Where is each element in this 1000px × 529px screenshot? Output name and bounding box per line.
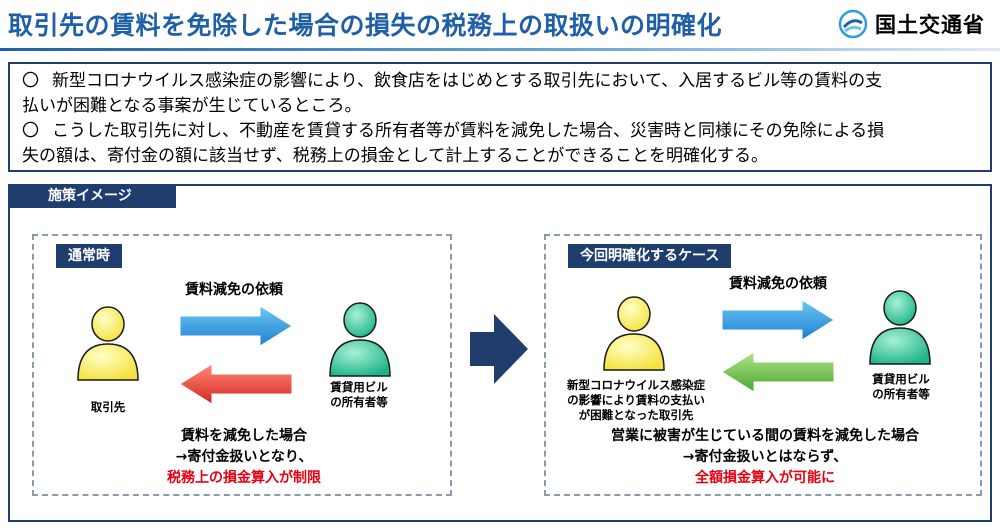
owner-label: 賃貸用ビル の所有者等 — [304, 380, 414, 410]
owner-label-line: 賃貸用ビル — [872, 372, 930, 386]
person-icon — [77, 306, 139, 381]
result-line: 営業に被害が生じている間の賃料を減免した場合 — [611, 428, 919, 444]
org-name: 国土交通省 — [875, 13, 985, 37]
request-label: 賃料減免の依頼 — [185, 282, 283, 298]
tenant-label: 新型コロナウイルス感染症 の影響により賃料の支払い が困難となった取引先 — [552, 378, 720, 423]
result-line: →寄付金扱いとなり、 — [175, 449, 313, 465]
bullet-mark: 〇 — [22, 121, 39, 141]
person-icon — [869, 290, 931, 365]
summary-text: 払いが困難となる事案が生じているところ。 — [22, 96, 362, 116]
clarified-result: 営業に被害が生じている間の賃料を減免した場合 →寄付金扱いとはならず、 全額損金… — [582, 426, 948, 489]
normal-result: 賃料を減免した場合 →寄付金扱いとなり、 税務上の損金算入が制限 — [94, 426, 394, 489]
owner-label: 賃貸用ビル の所有者等 — [846, 372, 956, 402]
tenant-label-line: が困難となった取引先 — [578, 408, 694, 422]
owner-label-line: の所有者等 — [330, 395, 388, 409]
summary-item-continued: 払いが困難となる事案が生じているところ。 — [22, 94, 978, 119]
normal-case-box: 通常時 賃料減免の依頼 取引先 賃貸用ビル の所有者等 賃料を減免した場合 →寄… — [32, 234, 452, 496]
page-title: 取引先の賃料を免除した場合の損失の税務上の取扱いの明確化 — [8, 11, 723, 40]
request-label: 賃料減免の依頼 — [729, 276, 827, 292]
tenant-label-line: 新型コロナウイルス感染症 — [567, 378, 705, 392]
big-arrow-right-icon — [470, 314, 528, 384]
owner-label-line: 賃貸用ビル — [330, 380, 388, 394]
result-line: →寄付金扱いとはならず、 — [682, 449, 848, 465]
bullet-mark: 〇 — [22, 71, 39, 91]
org-logo: 国土交通省 — [838, 8, 985, 40]
owner-label-line: の所有者等 — [872, 387, 930, 401]
summary-item-continued: 失の額は、寄付金の額に該当せず、税務上の損金として計上することができることを明確… — [22, 144, 978, 169]
result-line: 賃料を減免した場合 — [181, 428, 307, 444]
clarified-case-label: 今回明確化するケース — [568, 244, 732, 268]
arrow-left-icon — [179, 363, 293, 405]
person-icon — [603, 296, 665, 371]
summary-item: 〇 新型コロナウイルス感染症の影響により、飲食店をはじめとする取引先において、入… — [22, 69, 978, 94]
summary-text: 新型コロナウイルス感染症の影響により、飲食店をはじめとする取引先において、入居す… — [52, 71, 883, 91]
arrow-right-icon — [179, 305, 293, 347]
result-emphasis: 全額損金算入が可能に — [695, 470, 835, 486]
summary-box: 〇 新型コロナウイルス感染症の影響により、飲食店をはじめとする取引先において、入… — [8, 62, 992, 172]
policy-image-panel: 施策イメージ 通常時 賃料減免の依頼 取引先 賃貸用ビル の所有者等 賃料を減免… — [8, 184, 992, 522]
mlit-logo-icon — [838, 9, 868, 39]
title-underline — [0, 48, 1000, 51]
tenant-label: 取引先 — [90, 400, 126, 414]
normal-case-label: 通常時 — [56, 244, 122, 268]
arrow-right-icon — [721, 299, 835, 341]
panel-label: 施策イメージ — [8, 184, 176, 208]
clarified-case-box: 今回明確化するケース 賃料減免の依頼 新型コロナウイルス感染症 の影響により賃料… — [544, 234, 982, 496]
tenant-label-line: の影響により賃料の支払い — [567, 393, 705, 407]
arrow-left-icon — [721, 351, 835, 393]
summary-item: 〇 こうした取引先に対し、不動産を賃貸する所有者等が賃料を減免した場合、災害時と… — [22, 119, 978, 144]
person-icon — [329, 302, 391, 377]
result-emphasis: 税務上の損金算入が制限 — [167, 470, 321, 486]
summary-text: 失の額は、寄付金の額に該当せず、税務上の損金として計上することができることを明確… — [22, 146, 768, 166]
summary-text: こうした取引先に対し、不動産を賃貸する所有者等が賃料を減免した場合、災害時と同様… — [52, 121, 885, 141]
